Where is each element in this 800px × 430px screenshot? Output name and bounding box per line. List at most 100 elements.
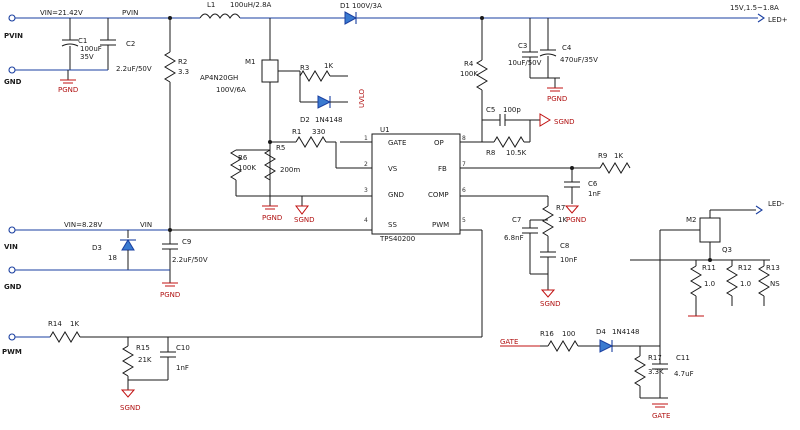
d1-ref: D1 <box>340 2 350 10</box>
diode-d2 <box>317 95 332 109</box>
gnd-top-label: GND <box>4 78 22 86</box>
r13-ref: R13 <box>766 264 780 272</box>
junction-fb <box>570 166 574 170</box>
pgnd5-label: PGND <box>160 291 180 299</box>
c3-ref: C3 <box>518 42 527 50</box>
uvlo-label: UVLO <box>358 88 366 108</box>
resistor-r14 <box>49 331 81 343</box>
pgnd1-label: PGND <box>58 86 78 94</box>
r2-value: 3.3 <box>178 68 189 76</box>
c9-value: 2.2uF/50V <box>172 256 208 264</box>
pin-op-label: OP <box>434 139 444 147</box>
c4-ref: C4 <box>562 44 572 52</box>
d4-value: 1N4148 <box>612 328 640 336</box>
resistor-r2 <box>164 51 176 83</box>
resistor-r6 <box>230 149 242 181</box>
pvin-terminal <box>8 14 16 22</box>
vin-eq-label: VIN=21.42V <box>40 9 83 17</box>
c11-value: 4.7uF <box>674 370 694 378</box>
l1-ref: L1 <box>207 1 215 9</box>
c7-ref: C7 <box>512 216 521 224</box>
diode-d4 <box>599 339 614 353</box>
m1-ref: M1 <box>245 58 256 66</box>
r6-ref: R6 <box>238 154 248 162</box>
pin-n1: 1 <box>364 135 368 142</box>
sgnd4-sym <box>120 389 136 398</box>
led-minus-arrow <box>755 205 763 215</box>
resistor-r7 <box>542 205 554 237</box>
led-minus-label: LED- <box>768 200 785 208</box>
resistor-r16 <box>547 340 579 352</box>
r5-value: 200m <box>280 166 300 174</box>
c10-ref: C10 <box>176 344 190 352</box>
c1-plate-b <box>61 43 79 47</box>
resistor-r1 <box>295 136 327 148</box>
pin-n2: 2 <box>364 161 368 168</box>
resistor-r12 <box>726 265 738 297</box>
r8-value: 10.5K <box>506 149 527 157</box>
gnd-mid-label: GND <box>4 283 22 291</box>
resistor-r17 <box>634 355 646 387</box>
r13-value: NS <box>770 280 780 288</box>
c5-value: 100p <box>503 106 521 114</box>
sgnd3-label: SGND <box>540 300 561 308</box>
r8-ref: R8 <box>486 149 495 157</box>
vin-label: VIN <box>4 243 18 251</box>
sgnd-arrow-op <box>539 113 551 127</box>
u1-ref: U1 <box>380 126 390 134</box>
r7-value: 1K <box>558 216 567 224</box>
c4-plate-b <box>539 53 557 57</box>
d3-ref: D3 <box>92 244 102 252</box>
vin-net-label: VIN <box>140 221 152 229</box>
pin-pwm-label: PWM <box>432 221 449 229</box>
c6-value: 1nF <box>588 190 601 198</box>
c9-ref: C9 <box>182 238 191 246</box>
r16-value: 100 <box>562 330 575 338</box>
junction-r1 <box>268 140 272 144</box>
m1-rating: 100V/6A <box>216 86 246 94</box>
pvin-label: PVIN <box>4 32 23 40</box>
led-plus-arrow <box>757 13 765 23</box>
d2-ref: D2 <box>300 116 310 124</box>
d4-ref: D4 <box>596 328 606 336</box>
gnd-top-terminal <box>8 66 16 74</box>
pin-n4: 4 <box>364 217 368 224</box>
pin-comp-label: COMP <box>428 191 449 199</box>
inductor-l1 <box>199 13 241 19</box>
c6-ref: C6 <box>588 180 598 188</box>
junction-vin <box>168 228 172 232</box>
r12-value: 1.0 <box>740 280 751 288</box>
sgnd-fb-sym <box>564 205 580 214</box>
r3-value: 1K <box>324 62 333 70</box>
pin-fb-label: FB <box>438 165 447 173</box>
junction-r2 <box>168 16 172 20</box>
junction-sense <box>708 258 712 262</box>
r16-ref: R16 <box>540 330 554 338</box>
led-out-value: 15V,1.5~1.8A <box>730 4 779 12</box>
junction-r4 <box>480 16 484 20</box>
r2-ref: R2 <box>178 58 187 66</box>
c2-value: 2.2uF/50V <box>116 65 152 73</box>
r1-value: 330 <box>312 128 325 136</box>
pin-n3: 3 <box>364 187 368 194</box>
resistor-r13 <box>758 265 770 297</box>
gate-net-label: GATE <box>500 338 518 346</box>
mosfet-m1 <box>261 59 279 83</box>
c1-value: 100uF <box>80 45 102 53</box>
pgnd2-label: PGND <box>547 95 567 103</box>
sgnd2-sym <box>295 205 309 215</box>
c10-value: 1nF <box>176 364 189 372</box>
pwm-label: PWM <box>2 348 22 356</box>
pin-n5: 5 <box>462 217 466 224</box>
pwm-terminal <box>8 333 16 341</box>
resistor-r4 <box>476 59 488 91</box>
r9-ref: R9 <box>598 152 607 160</box>
led-plus-label: LED+ <box>768 16 788 24</box>
sgnd3-sym <box>540 289 556 298</box>
c4-value: 470uF/35V <box>560 56 598 64</box>
mosfet-m2 <box>699 217 721 243</box>
ic-u1 <box>371 133 461 235</box>
resistor-r3 <box>299 70 331 82</box>
r15-value: 21K <box>138 356 152 364</box>
